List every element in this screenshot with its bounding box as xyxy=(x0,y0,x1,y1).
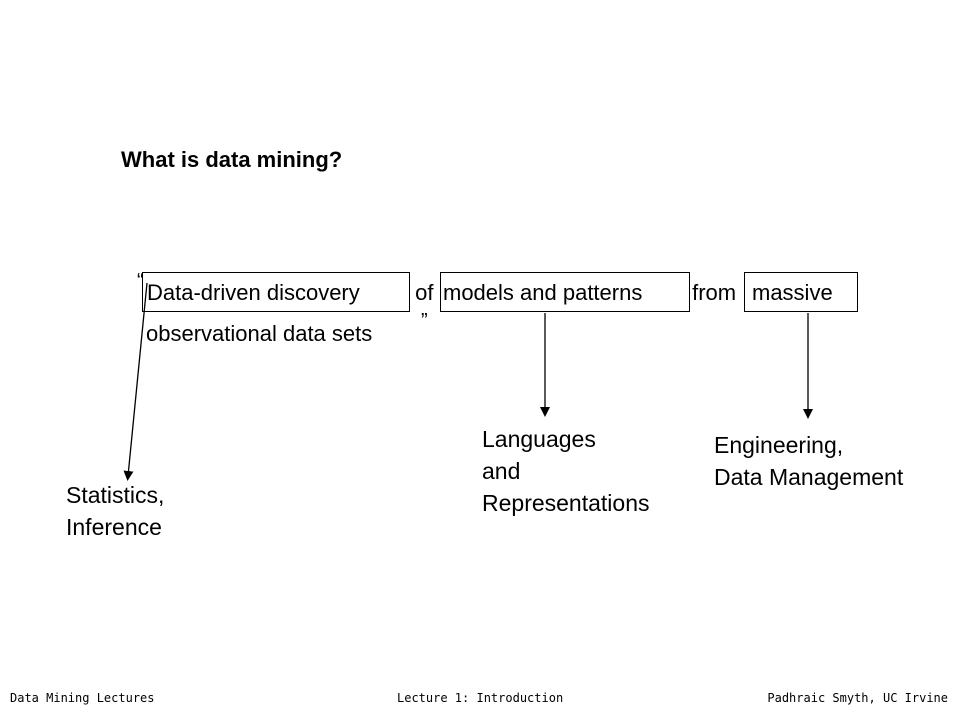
arrow-to-statistics xyxy=(123,282,148,481)
label-engineering-data-management: Engineering, Data Management xyxy=(714,429,903,493)
label-languages-representations: Languages and Representations xyxy=(482,423,650,519)
label-languages-line2: and xyxy=(482,458,521,484)
quote-open-mark: “ xyxy=(137,270,144,292)
slide-title: What is data mining? xyxy=(121,147,343,172)
label-engineering-line1: Engineering, xyxy=(714,432,844,458)
quote-word-massive: massive xyxy=(752,280,833,305)
label-statistics-inference: Statistics, Inference xyxy=(66,479,164,543)
quote-close-mark: ” xyxy=(421,310,428,332)
box-data-driven-discovery xyxy=(142,272,410,312)
box-massive xyxy=(744,272,858,312)
quote-phrase-data-driven-discovery: Data-driven discovery xyxy=(147,280,360,305)
quote-line2: observational data sets xyxy=(146,321,373,346)
footer-left: Data Mining Lectures xyxy=(10,691,155,705)
quote-word-from: from xyxy=(686,280,743,305)
quote-phrase-models-and-patterns: models and patterns xyxy=(443,280,643,305)
box-models-and-patterns xyxy=(440,272,690,312)
label-statistics-line2: Inference xyxy=(66,514,162,540)
footer-right: Padhraic Smyth, UC Irvine xyxy=(767,691,948,705)
quote-word-of: of xyxy=(409,280,440,305)
label-languages-line3: Representations xyxy=(482,490,650,516)
label-statistics-line1: Statistics, xyxy=(66,482,165,508)
footer-center: Lecture 1: Introduction xyxy=(397,691,564,705)
label-engineering-line2: Data Management xyxy=(714,464,904,490)
label-languages-line1: Languages xyxy=(482,426,596,452)
